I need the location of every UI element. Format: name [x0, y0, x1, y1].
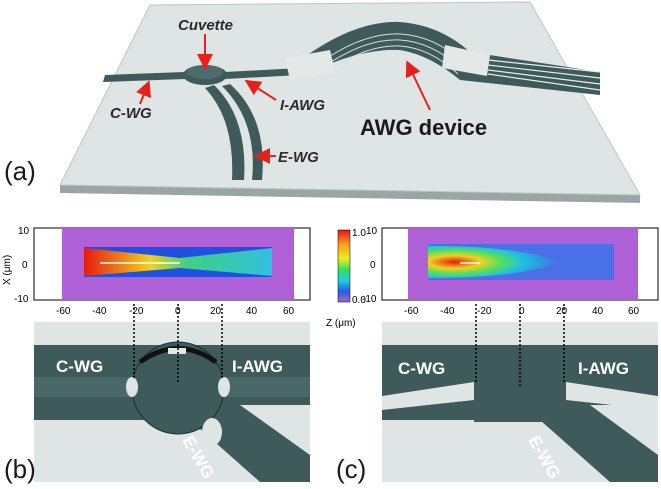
chip-substrate-side [60, 185, 640, 203]
c-xtick-neg20: -20 [477, 306, 492, 317]
awg-input-slab [285, 50, 335, 80]
c-ytick-0: 0 [370, 260, 376, 271]
colorbar-max-label: 1.0 [352, 228, 366, 239]
cuvette-rim [187, 65, 223, 79]
awg-output-waveguides [487, 59, 601, 91]
closeup-c-c-wg-ledge [382, 382, 474, 410]
closeup-b-i-awg [222, 377, 310, 397]
c-xtick-40: 40 [592, 306, 604, 317]
awg-output-slab [442, 45, 490, 76]
closeup-b-i-awg-end [218, 377, 230, 397]
b-ytick-neg10: -10 [14, 294, 29, 305]
c-xtick-0: 0 [519, 306, 525, 317]
panel-c: 10 0 -10 -60 -40 -20 0 20 40 60 C-WG I-A… [336, 226, 659, 484]
c-x-ticks: -60 -40 -20 0 20 40 60 [404, 306, 640, 317]
closeup-c-center-block [474, 382, 566, 422]
e-wg-channel-2 [222, 84, 263, 180]
b-xtick-60: 60 [283, 306, 295, 317]
c-wg-channel [103, 72, 185, 82]
field-plot-c-beam [428, 246, 560, 278]
panel-b-label: (b) [4, 454, 36, 484]
c-xtick-60: 60 [628, 306, 640, 317]
b-ytick-10: 10 [18, 226, 30, 237]
panel-c-label: (c) [336, 454, 366, 484]
i-awg-arrow [244, 79, 277, 101]
colorbar-gradient [337, 229, 351, 303]
b-xtick-40: 40 [246, 306, 258, 317]
b-xtick-neg40: -40 [92, 306, 107, 317]
field-plot-b-beam [84, 248, 272, 276]
closeup-c-i-awg-ledge [566, 382, 658, 410]
closeup-b-c-wg-end [126, 377, 138, 397]
b-y-axis-label: X (μm) [2, 255, 13, 285]
panel-a: Cuvette C-WG I-AWG E-WG AWG device (a) [4, 1, 641, 203]
c-xtick-neg40: -40 [440, 306, 455, 317]
panel-a-label: (a) [4, 156, 36, 186]
closeup-c-c-wg-label: C-WG [398, 359, 445, 378]
closeup-b-c-wg-label: C-WG [56, 357, 103, 376]
c-xtick-neg60: -60 [404, 306, 419, 317]
awg-device-arrow [405, 60, 431, 111]
panel-b: 10 0 -10 X (μm) -60 -40 -20 0 20 40 60 C… [2, 226, 311, 484]
closeup-b-c-wg [34, 377, 134, 397]
c-xtick-20: 20 [556, 306, 568, 317]
b-xtick-neg60: -60 [56, 306, 71, 317]
colorbar: 1.0 0.0 Z (μm) [326, 228, 366, 329]
closeup-b-i-awg-label: I-AWG [232, 357, 283, 376]
awg-device-callout: AWG device [360, 115, 487, 140]
b-xtick-neg20: -20 [129, 306, 144, 317]
colorbar-axis-label: Z (μm) [326, 318, 356, 329]
c-ytick-neg10: -10 [362, 294, 377, 305]
cuvette-label: Cuvette [178, 17, 233, 34]
closeup-c-i-awg-label: I-AWG [578, 359, 629, 378]
closeup-b-e-wg-end [202, 418, 222, 446]
closeup-b-cuvette-window [168, 348, 186, 354]
i-awg-channel [225, 68, 300, 79]
e-wg-channel [205, 85, 245, 180]
b-ytick-0: 0 [22, 260, 28, 271]
b-xtick-0: 0 [175, 306, 181, 317]
e-wg-callout: E-WG [278, 149, 319, 166]
chip-substrate [59, 1, 641, 196]
i-awg-callout: I-AWG [280, 97, 325, 114]
b-xtick-20: 20 [210, 306, 222, 317]
colorbar-min-label: 0.0 [352, 295, 366, 306]
awg-arm-lines [309, 33, 463, 77]
c-wg-arrow [136, 80, 151, 105]
b-x-ticks: -60 -40 -20 0 20 40 60 [56, 306, 295, 317]
c-ytick-10: 10 [366, 226, 378, 237]
c-wg-callout: C-WG [110, 105, 152, 122]
